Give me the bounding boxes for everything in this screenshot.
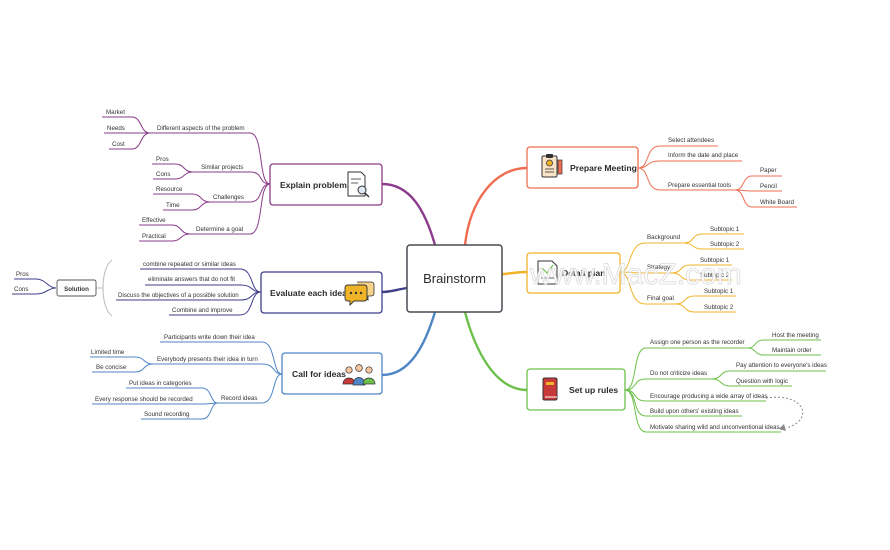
detail-item-background[interactable]: Background <box>647 234 681 241</box>
solution-pros[interactable]: Pros <box>16 271 29 278</box>
detail-item-final-goal[interactable]: Final goal <box>647 295 674 302</box>
call-item-present-in-turn[interactable]: Everybody presents their idea in turn <box>157 356 258 363</box>
rules-item-build-upon[interactable]: Build upon others' existing ideas <box>650 408 739 415</box>
background-subtopic-2[interactable]: Subtopic 2 <box>710 241 740 248</box>
topic-evaluate-each-idea[interactable]: Evaluate each idea <box>260 271 383 314</box>
topic-explain-problem-title: Explain problem <box>280 180 347 190</box>
rules-item-no-criticism[interactable]: Do not criticize ideas <box>650 370 707 377</box>
strategy-subtopic-2[interactable]: Subtopic 2 <box>700 272 730 279</box>
rules-branch-lines <box>624 339 826 433</box>
criticize-question-logic[interactable]: Question with logic <box>736 378 788 385</box>
record-sound-recording[interactable]: Sound recording <box>144 411 190 418</box>
evaluate-branch-lines <box>12 268 262 316</box>
document-search-icon <box>347 171 370 198</box>
prepare-branch-lines <box>637 145 797 208</box>
final-goal-subtopic-2[interactable]: Subtopic 2 <box>704 304 734 311</box>
topic-call-for-ideas-title: Call for ideas <box>292 369 346 379</box>
main-branches <box>381 166 528 392</box>
background-subtopic-1[interactable]: Subtopic 1 <box>710 226 740 233</box>
goal-practical[interactable]: Practical <box>142 233 166 240</box>
recorder-maintain-order[interactable]: Maintain order <box>772 347 812 354</box>
explain-item-similar-projects[interactable]: Similar projects <box>201 164 243 171</box>
challenges-resource[interactable]: Resource <box>156 186 183 193</box>
detail-branch-lines <box>619 233 744 313</box>
detail-item-strategy[interactable]: Strategy <box>647 264 671 271</box>
central-topic[interactable]: Brainstorm <box>406 244 503 313</box>
rules-item-motivate-wild[interactable]: Motivate sharing wild and unconventional… <box>650 424 780 431</box>
aspects-market[interactable]: Market <box>106 109 125 116</box>
clipboard-icon <box>541 154 563 178</box>
solution-label: Solution <box>64 286 89 293</box>
tool-pencil[interactable]: Pencil <box>760 183 777 190</box>
evaluate-item-combine-improve[interactable]: Combine and improve <box>172 307 233 314</box>
prepare-item-essential-tools[interactable]: Prepare essential tools <box>668 182 731 189</box>
similar-pros[interactable]: Pros <box>156 156 169 163</box>
central-title: Brainstorm <box>423 271 486 286</box>
aspects-cost[interactable]: Cost <box>112 141 125 148</box>
book-icon <box>542 377 558 401</box>
challenges-time[interactable]: Time <box>166 202 180 209</box>
topic-set-up-rules-title: Set up rules <box>569 385 618 395</box>
people-icon <box>342 364 376 386</box>
aspects-needs[interactable]: Needs <box>107 125 125 132</box>
topic-detail-plan[interactable]: Detail plan <box>526 252 621 294</box>
presents-limited-time[interactable]: Limited time <box>91 349 125 356</box>
explain-item-determine-goal[interactable]: Determine a goal <box>196 226 243 233</box>
criticize-pay-attention[interactable]: Pay attention to everyone's ideas <box>736 362 827 369</box>
goal-effective[interactable]: Effective <box>142 217 166 224</box>
topic-set-up-rules[interactable]: Set up rules <box>526 368 626 411</box>
topic-explain-problem[interactable]: Explain problem <box>269 163 383 206</box>
summary-brace <box>102 259 113 317</box>
prepare-item-inform-date[interactable]: Inform the date and place <box>668 152 739 159</box>
topic-detail-plan-title: Detail plan <box>562 268 605 278</box>
similar-cons[interactable]: Cons <box>156 171 170 178</box>
explain-branch-lines <box>102 116 271 242</box>
relationship-arrow[interactable] <box>765 396 804 429</box>
call-item-write-down[interactable]: Participants write down their idea <box>164 334 255 341</box>
watermark: www.MacZ.com <box>529 258 742 291</box>
evaluate-item-discuss-objectives[interactable]: Discuss the objectives of a possible sol… <box>118 292 239 299</box>
prepare-item-select-attendees[interactable]: Select attendees <box>668 137 714 144</box>
call-item-record-ideas[interactable]: Record ideas <box>221 395 257 402</box>
speech-bubble-icon <box>344 281 375 307</box>
solution-summary-node[interactable]: Solution <box>56 279 97 297</box>
tool-paper[interactable]: Paper <box>760 167 777 174</box>
rules-item-wide-array[interactable]: Encourage producing a wide array of idea… <box>650 393 768 400</box>
topic-evaluate-title: Evaluate each idea <box>270 288 347 298</box>
final-goal-subtopic-1[interactable]: Subtopic 1 <box>704 288 734 295</box>
solution-cons[interactable]: Cons <box>14 286 28 293</box>
record-put-in-categories[interactable]: Put ideas in categories <box>129 380 192 387</box>
relationship-arrow-head <box>779 424 786 431</box>
evaluate-item-combine-repeated[interactable]: combine repeated or similar ideas <box>143 261 236 268</box>
record-every-response[interactable]: Every response should be recorded <box>95 396 193 403</box>
presents-be-concise[interactable]: Be concise <box>96 364 127 371</box>
strategy-subtopic-1[interactable]: Subtopic 1 <box>700 257 730 264</box>
topic-prepare-meeting-title: Prepare Meeting <box>570 163 637 173</box>
topic-prepare-meeting[interactable]: Prepare Meeting <box>526 146 639 189</box>
topic-call-for-ideas[interactable]: Call for ideas <box>281 352 383 395</box>
explain-item-challenges[interactable]: Challenges <box>213 194 244 201</box>
rules-item-recorder[interactable]: Assign one person as the recorder <box>650 339 745 346</box>
explain-item-aspects[interactable]: Different aspects of the problem <box>157 125 245 132</box>
tool-white-board[interactable]: White Board <box>760 199 795 206</box>
document-icon <box>537 260 558 285</box>
evaluate-item-eliminate[interactable]: eliminate answers that do not fit <box>148 276 235 283</box>
recorder-host-meeting[interactable]: Host the meeting <box>772 332 819 339</box>
call-branch-lines <box>90 341 283 420</box>
